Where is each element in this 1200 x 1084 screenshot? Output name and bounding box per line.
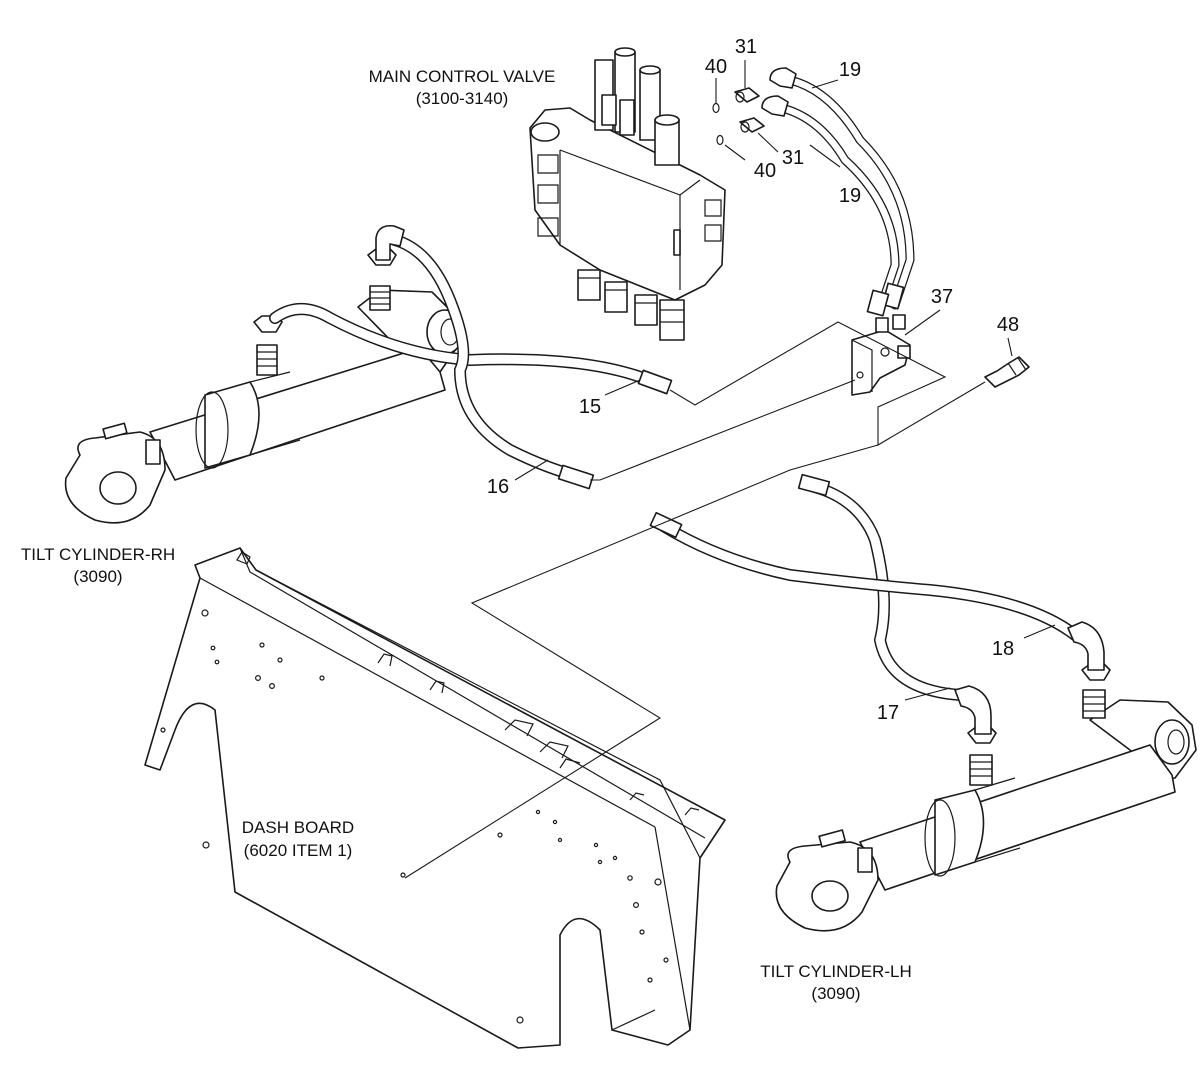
tilt-cylinder-rh-ref: (3090) <box>73 567 122 586</box>
leader-31b <box>757 132 779 153</box>
tilt-cylinder-lh-label: TILT CYLINDER-LH <box>760 962 911 981</box>
leader-37 <box>904 309 941 336</box>
main-control-valve-ref: (3100-3140) <box>416 89 509 108</box>
callout-19a: 19 <box>839 59 861 81</box>
callout-31b: 31 <box>782 147 804 169</box>
leader-19b <box>809 144 841 168</box>
dash-board-ref: (6020 ITEM 1) <box>244 841 353 860</box>
fitting-31-lower <box>739 117 765 133</box>
callout-19b: 19 <box>839 185 861 207</box>
leader-17 <box>904 687 951 701</box>
dash-board-part <box>144 547 726 1049</box>
callout-16: 16 <box>487 476 509 498</box>
main-control-valve-label: MAIN CONTROL VALVE <box>369 67 556 86</box>
hose-19-pair <box>761 67 915 317</box>
fitting-48 <box>984 356 1030 388</box>
callout-18: 18 <box>992 638 1014 660</box>
dash-board-label: DASH BOARD <box>242 818 354 837</box>
callout-48: 48 <box>997 314 1019 336</box>
callout-17: 17 <box>877 702 899 724</box>
routing-line-15 <box>669 321 986 446</box>
callout-37: 37 <box>931 286 953 308</box>
o-ring-40-lower <box>716 134 724 146</box>
leader-48 <box>1007 337 1013 357</box>
hose-15 <box>269 303 673 395</box>
callout-15: 15 <box>579 396 601 418</box>
tilt-cylinder-rh-label: TILT CYLINDER-RH <box>21 545 175 564</box>
callout-40a: 40 <box>705 56 727 78</box>
leader-19a <box>811 79 839 89</box>
routing-line-dash <box>404 444 879 879</box>
callout-31a: 31 <box>735 36 757 58</box>
leader-40b <box>724 144 746 161</box>
main-control-valve-part <box>529 47 726 341</box>
tilt-cylinder-rh-part <box>64 248 464 524</box>
tilt-cylinder-lh-ref: (3090) <box>811 984 860 1003</box>
leader-15 <box>604 379 641 396</box>
fitting-31-upper <box>734 87 760 103</box>
hose-16 <box>375 224 595 490</box>
hose-18 <box>649 511 1105 671</box>
callout-40b: 40 <box>754 160 776 182</box>
o-ring-40-upper <box>712 102 720 114</box>
routing-line-16 <box>590 379 856 481</box>
tilt-cylinder-lh-part <box>775 663 1197 932</box>
hose-17 <box>797 473 992 735</box>
leader-18 <box>1023 624 1056 639</box>
leader-16 <box>514 459 549 481</box>
